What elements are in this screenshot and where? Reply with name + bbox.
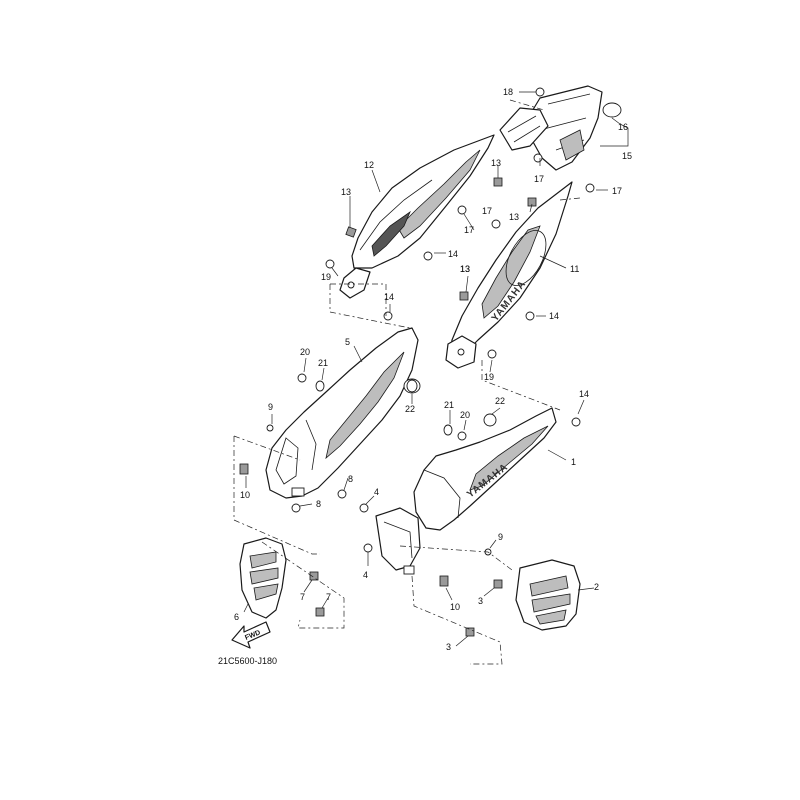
callout-15: 15: [622, 151, 632, 161]
callout-13-d: 13: [460, 264, 470, 274]
part-2-right-panel: [515, 559, 581, 631]
callout-16: 16: [618, 122, 628, 132]
callout-2: 2: [594, 582, 599, 592]
callout-9-b: 9: [498, 532, 503, 542]
callout-17-d: 17: [464, 225, 474, 235]
callout-14-c: 14: [549, 311, 559, 321]
callout-3-a: 3: [478, 596, 483, 606]
callout-18: 18: [503, 87, 513, 97]
callout-22-b: 22: [495, 396, 505, 406]
part-6-left-panel: [239, 537, 287, 619]
callout-6: 6: [234, 612, 239, 622]
callout-19-a: 19: [321, 272, 331, 282]
part-15-rear-bracket: [499, 85, 622, 171]
callout-20-a: 20: [300, 347, 310, 357]
callout-9-a: 9: [268, 402, 273, 412]
assembly-lines: [233, 99, 581, 665]
callout-8-b: 8: [316, 499, 321, 509]
callout-13-f: 13: [460, 264, 470, 274]
callout-11: 11: [570, 264, 579, 274]
callout-13-b: 13: [491, 158, 501, 168]
diagram-code: 21C5600-J180: [218, 656, 277, 666]
callout-22-a: 22: [405, 404, 415, 414]
callout-8-a: 8: [348, 474, 353, 484]
hardware: [239, 87, 595, 637]
fwd-arrow: FWD: [231, 621, 271, 649]
grommet-16: [602, 102, 622, 118]
callout-7-b: 7: [326, 592, 331, 602]
callout-14-d: 14: [579, 389, 589, 399]
callout-13-a: 13: [341, 187, 351, 197]
callout-13-c: 13: [509, 212, 519, 222]
part-11-upper-right-cover: YAMAHA: [445, 181, 573, 369]
callout-17-a: 17: [534, 174, 544, 184]
part-5-side-bracket: [265, 327, 421, 499]
callout-21-b: 21: [444, 400, 454, 410]
callout-4-b: 4: [363, 570, 368, 580]
callout-10-b: 10: [450, 602, 460, 612]
callout-3-b: 3: [446, 642, 451, 652]
callout-14-b: 14: [384, 292, 394, 302]
callout-19-b: 19: [484, 372, 494, 382]
callout-17-c: 17: [482, 206, 492, 216]
callout-20-b: 20: [460, 410, 470, 420]
callout-12: 12: [364, 160, 374, 170]
callout-14-a: 14: [448, 249, 458, 259]
callout-10-a: 10: [240, 490, 250, 500]
leader-lines: [243, 91, 629, 647]
part-12-upper-cover: [339, 134, 495, 299]
callout-17-b: 17: [612, 186, 622, 196]
part-1-side-cover: YAMAHA: [375, 407, 557, 575]
callout-1: 1: [571, 457, 576, 467]
callout-5: 5: [345, 337, 350, 347]
callout-21-a: 21: [318, 358, 328, 368]
callout-7-a: 7: [300, 592, 305, 602]
callout-labels: 18 16 15 12 13 17 17 13 17 13 17 13 14 1…: [234, 87, 632, 652]
callout-4-a: 4: [374, 487, 379, 497]
